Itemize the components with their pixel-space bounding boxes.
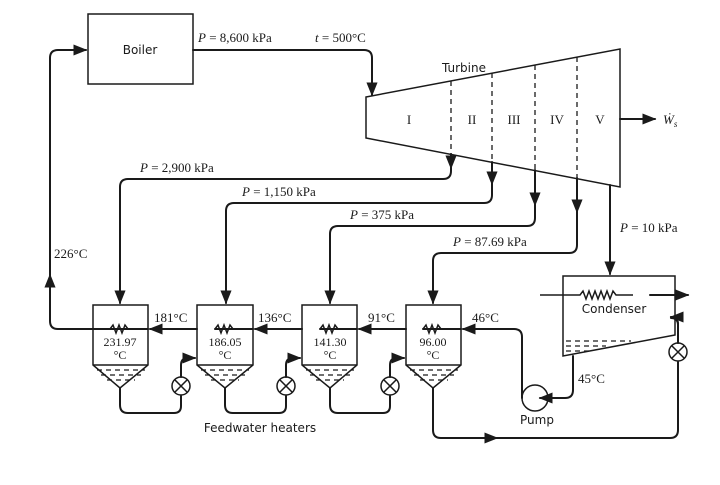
turbine: Turbine I II III IV V: [365, 48, 621, 188]
temp-condenser-outlet: 45°C: [578, 371, 605, 386]
heater-coil-icon: [214, 322, 234, 336]
drain-to-condenser-line: [432, 361, 679, 439]
work-output-label: Ẇs: [663, 112, 678, 129]
extraction-line-2: [220, 161, 493, 305]
temp-after-heater-3: 136°C: [258, 310, 291, 325]
condenser-coil-icon: [540, 288, 633, 302]
turbine-label: Turbine: [441, 61, 486, 75]
feedwater-heater-4: 96.00 °C: [405, 304, 462, 389]
heater-temp-2: 186.05: [209, 335, 242, 349]
drain-line-3b: [389, 352, 406, 378]
boiler-label: Boiler: [123, 43, 158, 57]
stage-label-2: II: [468, 112, 477, 127]
extraction-pressure-2: P = 1,150 kPa: [241, 184, 316, 199]
extraction-line-4: [427, 177, 578, 305]
boiler-outlet-temperature: t = 500°C: [315, 30, 366, 45]
extraction-line-1: [114, 153, 452, 305]
stage-label-4: IV: [550, 112, 564, 127]
boiler-outlet-pressure: P = 8,600 kPa: [197, 30, 272, 45]
heater-coil-icon: [109, 322, 129, 336]
pump: Pump: [520, 384, 554, 427]
drain-line-2b: [285, 352, 302, 378]
extraction-pressure-1: P = 2,900 kPa: [139, 160, 214, 175]
drain-line-2: [224, 387, 287, 414]
throttle-valve-icon: [171, 376, 191, 396]
throttle-valve-icon: [276, 376, 296, 396]
temp-after-heater-2: 181°C: [154, 310, 187, 325]
temp-to-boiler: 226°C: [54, 246, 87, 261]
heater-temp-4: 96.00: [420, 335, 447, 349]
condenser: Condenser: [540, 275, 690, 357]
extraction-pressure-4: P = 87.69 kPa: [452, 234, 527, 249]
extraction-pressure-3: P = 375 kPa: [349, 207, 414, 222]
heater-temp-unit-3: °C: [324, 348, 337, 362]
drain-line-3: [329, 387, 391, 414]
extraction-line-3: [324, 169, 536, 305]
throttle-valve-icon: [668, 342, 688, 362]
feedwater-heaters-label: Feedwater heaters: [204, 421, 316, 435]
condenser-label: Condenser: [582, 302, 647, 316]
stage-label-3: III: [508, 112, 521, 127]
heater-temp-unit-2: °C: [219, 348, 232, 362]
drain-line-1b: [180, 352, 197, 378]
feedwater-heater-3: 141.30 °C: [301, 304, 358, 389]
heater-temp-1: 231.97: [104, 335, 137, 349]
temp-after-heater-4: 91°C: [368, 310, 395, 325]
main-steam-line: [192, 49, 378, 97]
heater-coil-icon: [319, 322, 339, 336]
drain-line-1: [119, 387, 182, 414]
feedwater-heater-2: 186.05 °C: [196, 304, 254, 389]
pump-label: Pump: [520, 413, 554, 427]
throttle-valve-icon: [380, 376, 400, 396]
feedwater-to-boiler-line: [49, 44, 94, 330]
stage-label-5: V: [595, 112, 605, 127]
pump-to-heater-line: [461, 323, 523, 399]
pump-icon: [521, 384, 549, 412]
heater-temp-unit-1: °C: [114, 348, 127, 362]
boiler: Boiler: [87, 13, 194, 85]
temp-pump-outlet: 46°C: [472, 310, 499, 325]
extraction-pressure-5: P = 10 kPa: [619, 220, 678, 235]
condensate-to-pump-line: [538, 355, 574, 404]
stage-label-1: I: [407, 112, 411, 127]
heater-temp-3: 141.30: [314, 335, 347, 349]
heater-temp-unit-4: °C: [427, 348, 440, 362]
feedwater-heater-1: 231.97 °C: [92, 304, 149, 389]
heater-coil-icon: [422, 322, 442, 336]
